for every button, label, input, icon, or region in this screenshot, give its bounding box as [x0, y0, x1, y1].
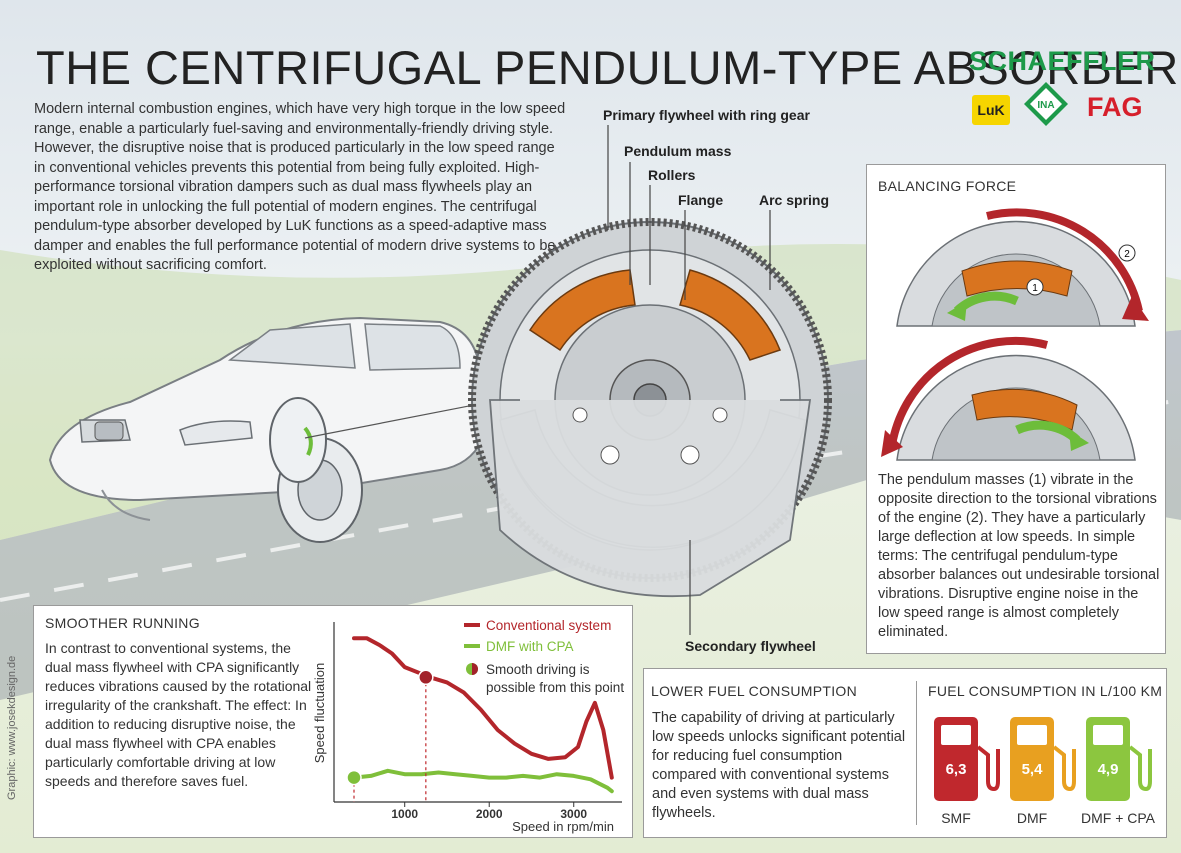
ina-logo-text: INA — [1037, 100, 1054, 111]
balancing-force-title: BALANCING FORCE — [878, 178, 1017, 194]
fag-logo: FAG — [1087, 92, 1143, 122]
balancing-force-panel: BALANCING FORCE 1 2 The pendulum masses … — [866, 164, 1166, 654]
schaeffler-logo: SCHAEFFLER — [969, 46, 1156, 76]
fuel-chart-title: FUEL CONSUMPTION IN L/100 KM — [928, 683, 1163, 699]
fuel-pump-label: DMF — [1016, 810, 1048, 826]
balancing-marker-1: 1 — [1032, 283, 1038, 294]
car-illustration — [48, 316, 484, 543]
label-arc-spring: Arc spring — [759, 192, 830, 208]
intro-paragraph: Modern internal combustion engines, whic… — [34, 101, 566, 273]
fuel-pump-value: 6,3 — [945, 761, 967, 778]
fuel-pump-value: 5,4 — [1021, 761, 1043, 778]
smoother-running-title: SMOOTHER RUNNING — [45, 615, 200, 631]
label-primary-flywheel: Primary flywheel with ring gear — [603, 107, 810, 123]
luk-logo: LuK — [972, 95, 1010, 125]
balancing-marker-2: 2 — [1124, 249, 1130, 260]
series-line-1 — [352, 768, 614, 794]
label-secondary-flywheel: Secondary flywheel — [685, 638, 816, 654]
fuel-pump-value: 4,9 — [1097, 761, 1119, 778]
balancing-diagram-top: 1 2 — [896, 208, 1149, 327]
label-flange: Flange — [678, 192, 724, 208]
flywheel-illustration — [468, 218, 832, 598]
annotation-text-line-1: Smooth driving is — [486, 662, 590, 677]
label-rollers: Rollers — [648, 167, 696, 183]
ina-logo: INA — [1024, 82, 1068, 126]
x-tick-label-0: 1000 — [391, 807, 418, 821]
x-tick-label-2: 3000 — [560, 807, 587, 821]
label-pendulum-mass: Pendulum mass — [624, 143, 732, 159]
panel-divider — [916, 681, 917, 825]
annotation-text-line-2: possible from this point — [486, 680, 624, 695]
x-axis-label: Speed in rpm/min — [512, 819, 614, 834]
x-tick-label-1: 2000 — [476, 807, 503, 821]
annotation-point-0 — [346, 769, 362, 786]
fuel-pump-icon — [934, 717, 1000, 801]
legend-annotation-icon-half — [472, 663, 478, 675]
balancing-diagram-bottom — [881, 336, 1136, 461]
lower-fuel-title: LOWER FUEL CONSUMPTION — [651, 683, 857, 699]
fuel-pump-icon — [1086, 717, 1152, 801]
annotation-point-1 — [418, 669, 434, 686]
smoother-running-panel: SMOOTHER RUNNING In contrast to conventi… — [33, 605, 633, 838]
page-title: THE CENTRIFUGAL PENDULUM-TYPE ABSORBER — [36, 41, 1179, 94]
legend-label-0: Conventional system — [486, 618, 611, 633]
fuel-pump-label: DMF + CPA — [1080, 810, 1156, 826]
series-line-0 — [352, 636, 614, 780]
smoother-running-text: In contrast to conventional systems, the… — [45, 640, 312, 789]
balancing-force-text: The pendulum masses (1) vibrate in the o… — [878, 472, 1160, 640]
graphic-credit: Graphic: www.josekdesign.de — [6, 655, 18, 800]
y-axis-label: Speed fluctuation — [312, 663, 327, 763]
lower-fuel-text: The capability of driving at particularl… — [652, 710, 906, 821]
fuel-pump-label: SMF — [941, 810, 971, 826]
fuel-pump-icon — [1010, 717, 1076, 801]
lower-fuel-panel: LOWER FUEL CONSUMPTION The capability of… — [643, 668, 1167, 838]
label-leader-lines — [607, 125, 771, 635]
legend-label-1: DMF with CPA — [486, 639, 574, 654]
